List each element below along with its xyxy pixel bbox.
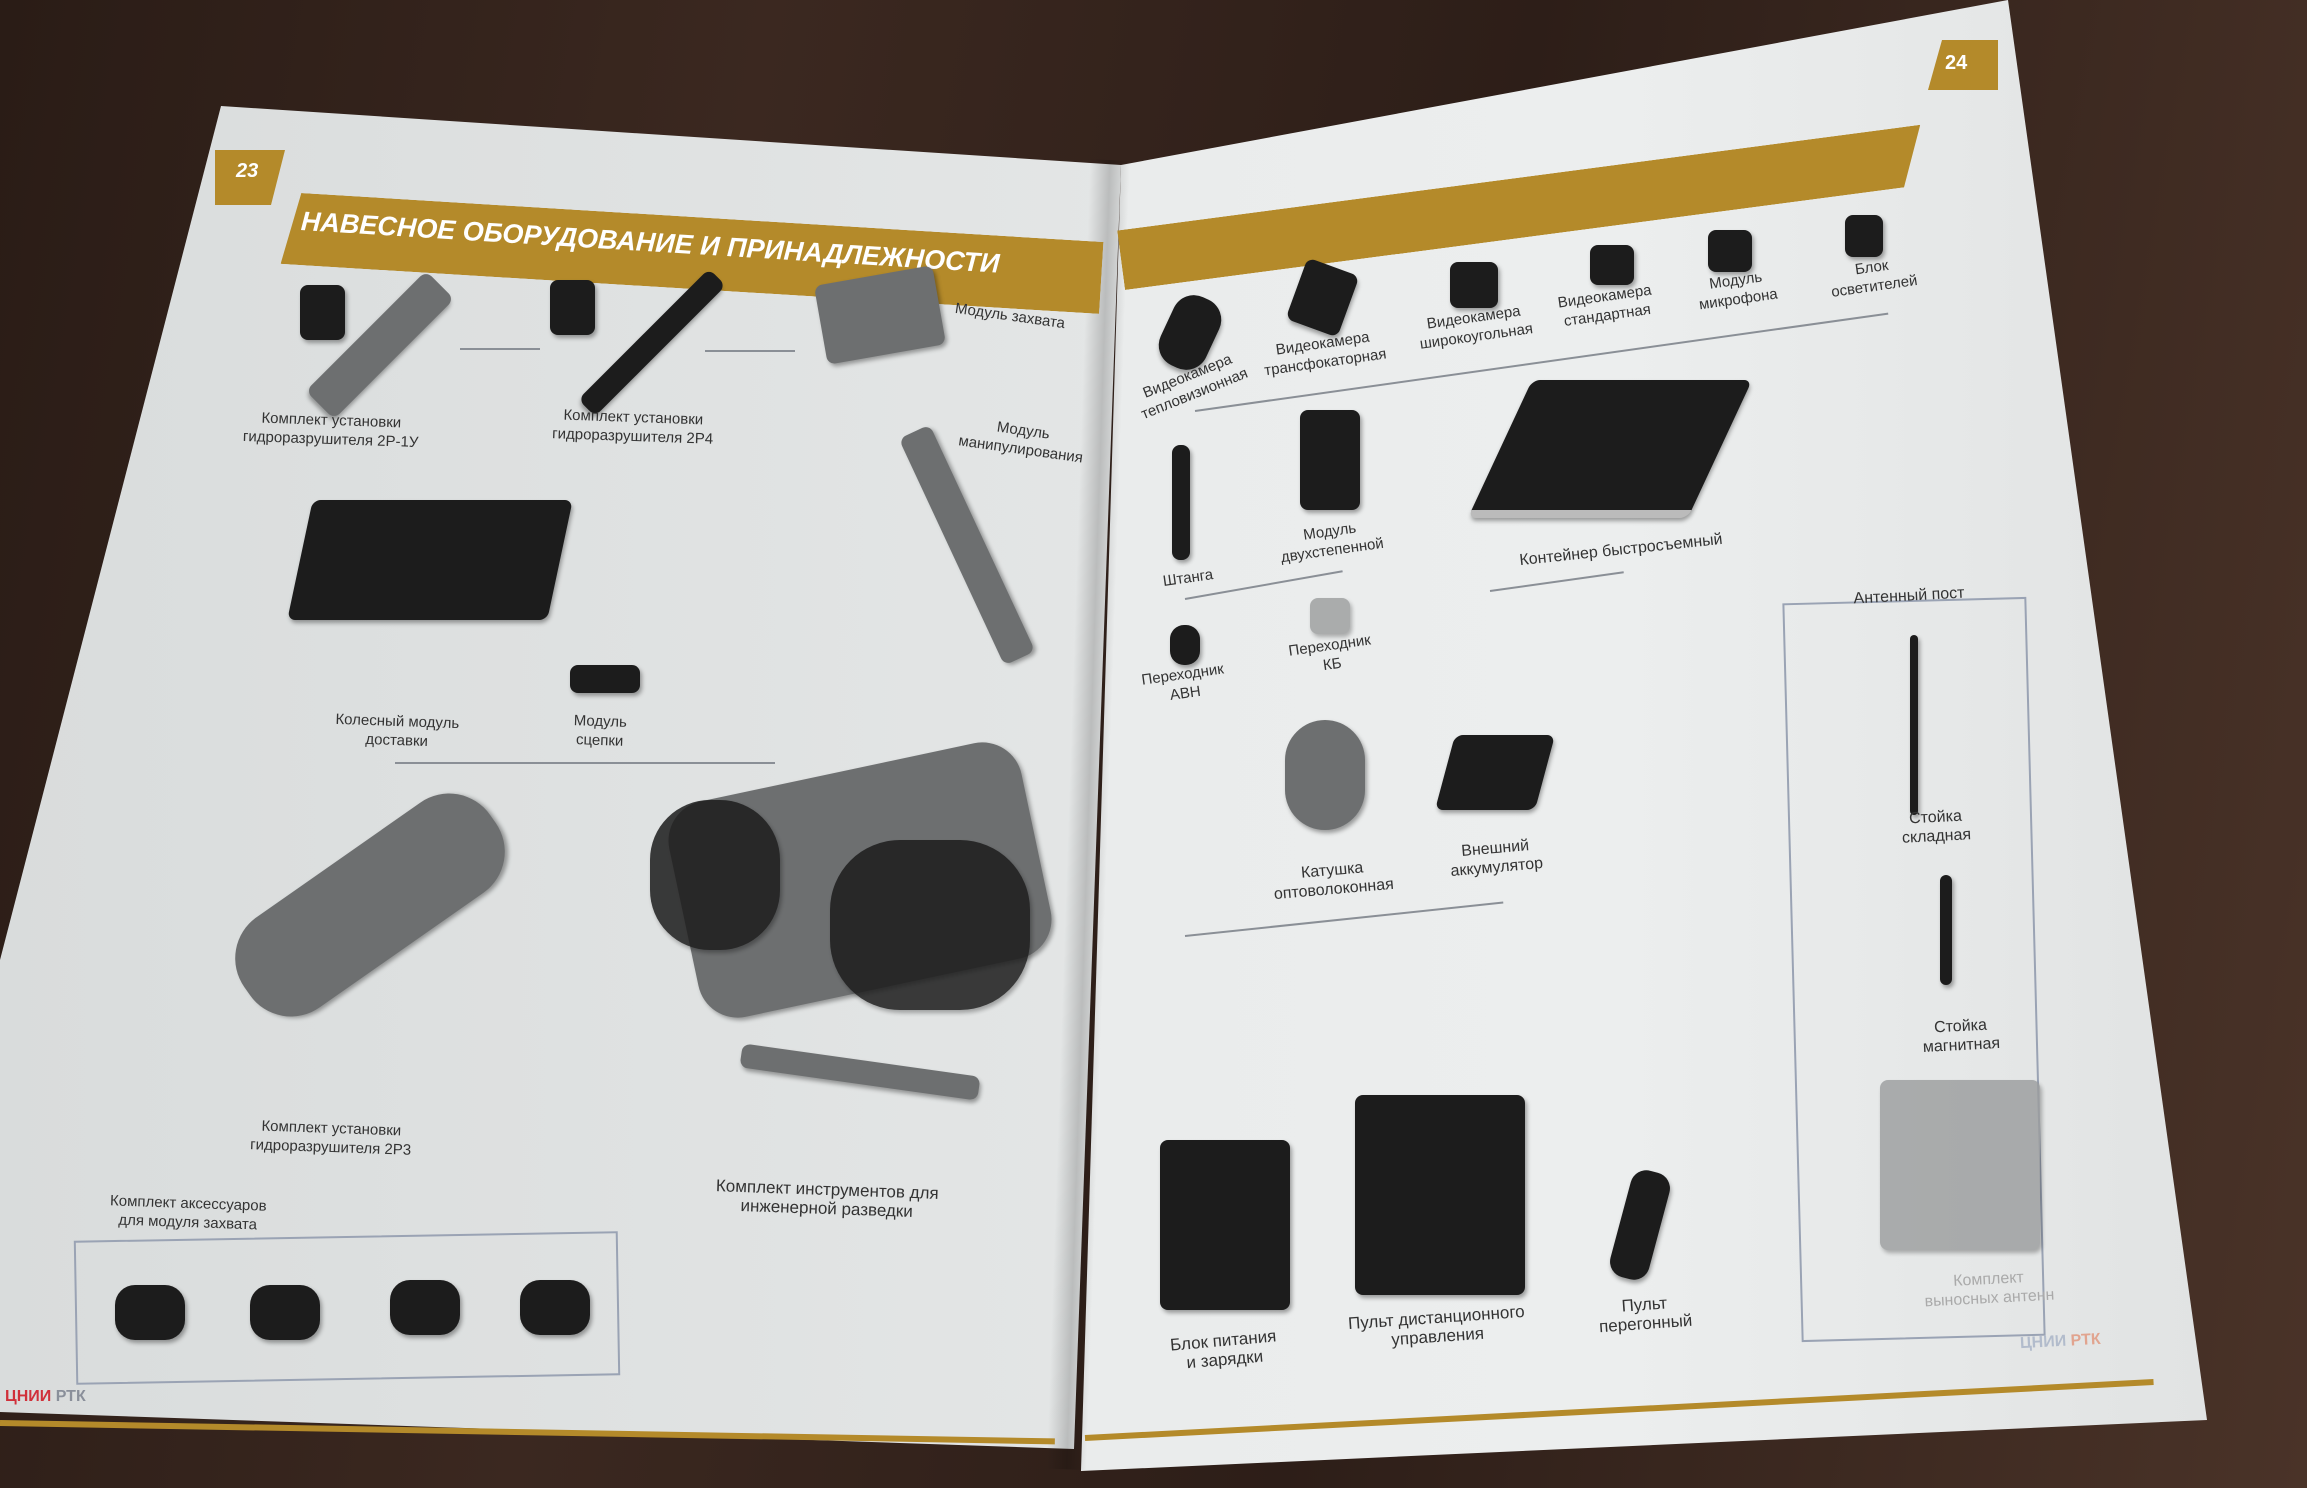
connector-line [395,762,775,764]
robot-track-right-image [830,840,1030,1010]
page-number-right: 24 [1945,52,1968,74]
remote-control-unit-image [1355,1095,1525,1295]
accessory-2-image [250,1285,320,1340]
boom-image [1172,445,1190,560]
accessory-3-image [390,1280,460,1335]
standard-camera-image [1590,245,1634,285]
avn-adapter-image [1170,625,1200,665]
logo-left: ЦНИИ РТК [5,1388,86,1405]
wheeled-cart-image [287,500,573,620]
connector-line [705,350,795,352]
external-battery-image [1434,735,1556,810]
page-number-left: 23 [236,160,259,182]
hitch-module-image [570,665,640,693]
connector-line [460,348,540,350]
wide-angle-camera-image [1450,262,1498,308]
hydro-disruptor-2r1u-block-image [300,285,345,340]
illuminator-block-image [1845,215,1883,257]
fiber-reel-image [1285,720,1365,830]
remote-antennas-image [1880,1080,2040,1250]
microphone-module-image [1708,230,1752,272]
kb-adapter-image [1310,598,1350,634]
hydro-disruptor-2r4-block-image [550,280,595,335]
folding-stand-image [1910,635,1918,815]
magnetic-stand-image [1940,875,1952,985]
power-charging-unit-image [1160,1140,1290,1310]
two-degree-module-image [1300,410,1360,510]
robot-track-left-image [650,800,780,950]
accessory-4-image [520,1280,590,1335]
accessory-1-image [115,1285,185,1340]
